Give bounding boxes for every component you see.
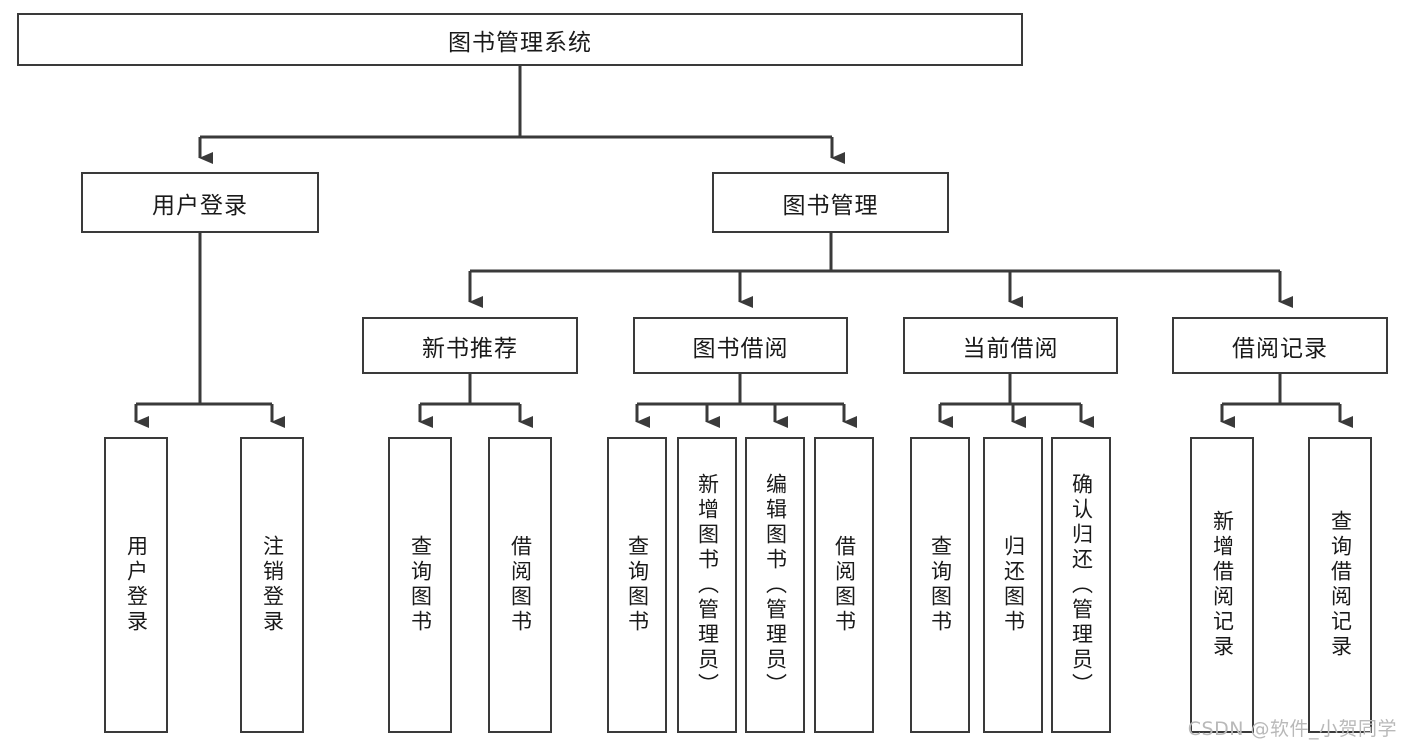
leaf-record-add-loan-record-label: 新增借阅记录: [1210, 510, 1235, 660]
node-book-manage-label: 图书管理: [782, 192, 879, 219]
node-current-loan-label: 当前借阅: [962, 335, 1059, 362]
leaf-borrow-edit-book-admin-label: 编辑图书（管理员）: [763, 472, 788, 698]
leaf-current-confirm-return-admin-label: 确认归还（管理员）: [1069, 472, 1094, 698]
leaf-borrow-add-book-admin-label: 新增图书（管理员）: [695, 472, 720, 698]
node-loan-record[interactable]: 借阅记录: [1172, 317, 1388, 374]
leaf-user-logout[interactable]: 注销登录: [240, 437, 304, 733]
leaf-borrow-query-book-label: 查询图书: [625, 535, 650, 635]
node-book-borrow[interactable]: 图书借阅: [633, 317, 848, 374]
leaf-record-query-loan-record-label: 查询借阅记录: [1328, 510, 1353, 660]
csdn-watermark: CSDN @软件_小贺同学: [1187, 718, 1397, 740]
leaf-borrow-add-book-admin[interactable]: 新增图书（管理员）: [677, 437, 737, 733]
node-new-book-recommend[interactable]: 新书推荐: [362, 317, 578, 374]
node-current-loan[interactable]: 当前借阅: [903, 317, 1118, 374]
node-loan-record-label: 借阅记录: [1232, 335, 1328, 362]
leaf-user-logout-label: 注销登录: [260, 535, 285, 635]
leaf-borrow-query-book[interactable]: 查询图书: [607, 437, 667, 733]
leaf-current-confirm-return-admin[interactable]: 确认归还（管理员）: [1051, 437, 1111, 733]
node-root-label: 图书管理系统: [448, 29, 592, 56]
leaf-recommend-query-book-label: 查询图书: [408, 535, 433, 635]
node-book-manage[interactable]: 图书管理: [712, 172, 949, 233]
leaf-current-query-book-label: 查询图书: [928, 535, 953, 635]
leaf-user-login-label: 用户登录: [124, 535, 149, 635]
node-user-login-label: 用户登录: [152, 192, 248, 219]
leaf-record-query-loan-record[interactable]: 查询借阅记录: [1308, 437, 1372, 733]
leaf-recommend-borrow-book-label: 借阅图书: [508, 535, 533, 635]
node-root[interactable]: 图书管理系统: [17, 13, 1023, 66]
leaf-recommend-query-book[interactable]: 查询图书: [388, 437, 452, 733]
leaf-borrow-borrow-book[interactable]: 借阅图书: [814, 437, 874, 733]
node-new-book-recommend-label: 新书推荐: [422, 335, 518, 362]
node-user-login[interactable]: 用户登录: [81, 172, 319, 233]
leaf-borrow-edit-book-admin[interactable]: 编辑图书（管理员）: [745, 437, 805, 733]
leaf-current-return-book[interactable]: 归还图书: [983, 437, 1043, 733]
leaf-current-return-book-label: 归还图书: [1001, 535, 1026, 635]
leaf-borrow-borrow-book-label: 借阅图书: [832, 535, 857, 635]
leaf-user-login[interactable]: 用户登录: [104, 437, 168, 733]
leaf-recommend-borrow-book[interactable]: 借阅图书: [488, 437, 552, 733]
leaf-record-add-loan-record[interactable]: 新增借阅记录: [1190, 437, 1254, 733]
node-book-borrow-label: 图书借阅: [692, 335, 789, 362]
leaf-current-query-book[interactable]: 查询图书: [910, 437, 970, 733]
